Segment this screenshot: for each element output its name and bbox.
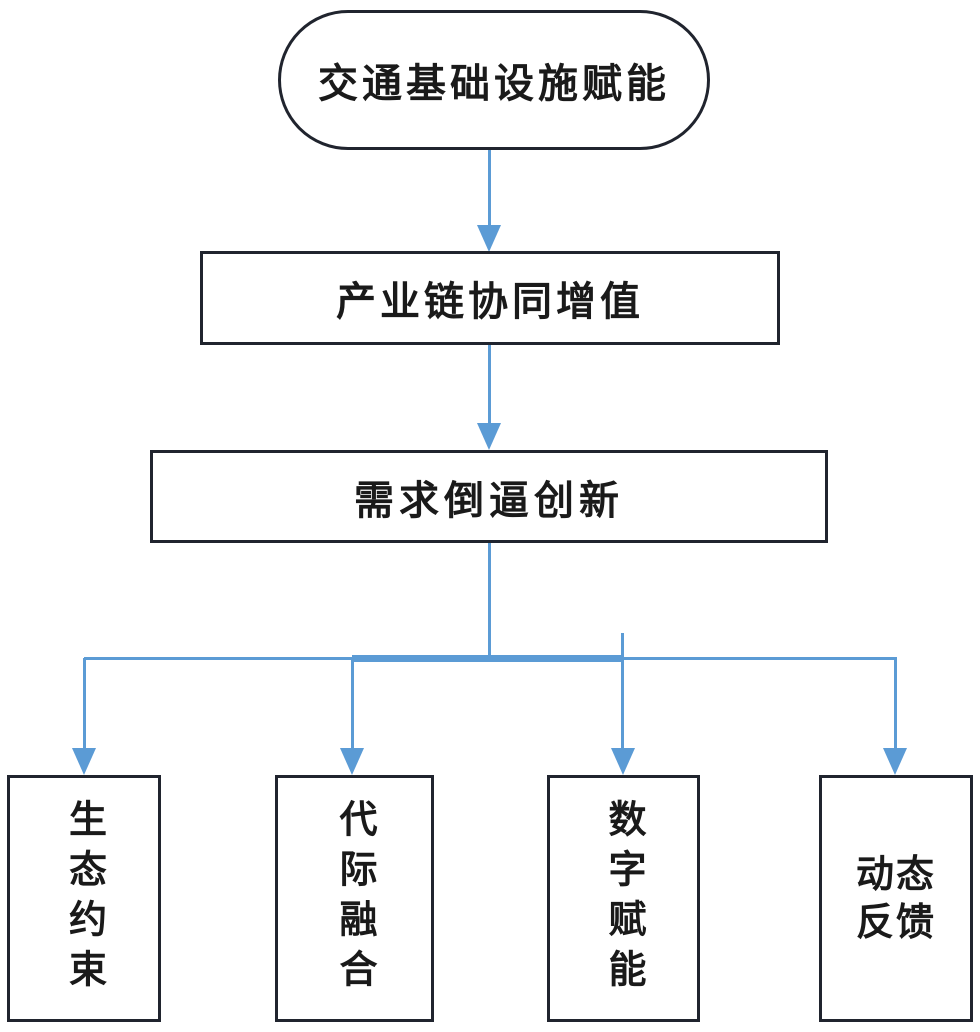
arrow-down-icon (72, 748, 96, 775)
arrow-down-icon (477, 225, 501, 252)
node-industry-chain-label: 产业链协同增值 (336, 280, 644, 324)
edge-distribution-rail-overlap (352, 655, 623, 662)
node-leaf-generation-label: 代际融合 (333, 798, 375, 999)
arrow-down-icon (340, 748, 364, 775)
node-root-label: 交通基础设施赋能 (318, 62, 670, 106)
arrow-down-icon (883, 748, 907, 775)
node-leaf-feedback-label: 动态 反馈 (856, 851, 936, 947)
node-industry-chain: 产业链协同增值 (200, 251, 780, 345)
edge-drop-to-ecology (83, 658, 86, 750)
node-leaf-digital-label: 数字赋能 (602, 798, 644, 999)
node-demand-innovation: 需求倒逼创新 (150, 450, 828, 543)
node-leaf-feedback: 动态 反馈 (819, 775, 973, 1022)
node-demand-innovation-label: 需求倒逼创新 (354, 478, 624, 523)
edge-root-to-chain-line (488, 150, 491, 228)
edge-chain-to-demand-line (488, 345, 491, 425)
node-leaf-generation: 代际融合 (275, 775, 434, 1022)
node-root-stadium: 交通基础设施赋能 (278, 10, 710, 150)
node-leaf-digital: 数字赋能 (547, 775, 700, 1022)
edge-overshoot-stub (621, 633, 624, 659)
arrow-down-icon (611, 748, 635, 775)
edge-drop-to-digital (621, 658, 624, 750)
edge-drop-to-feedback (894, 658, 897, 750)
node-leaf-feedback-line1: 动态 (855, 853, 936, 896)
edge-drop-to-generation (351, 658, 354, 750)
edge-demand-trunk-line (488, 543, 491, 660)
node-leaf-ecology-label: 生态约束 (62, 798, 105, 999)
node-leaf-ecology: 生态约束 (7, 775, 161, 1022)
node-leaf-feedback-line2: 反馈 (855, 901, 936, 944)
arrow-down-icon (477, 423, 501, 450)
